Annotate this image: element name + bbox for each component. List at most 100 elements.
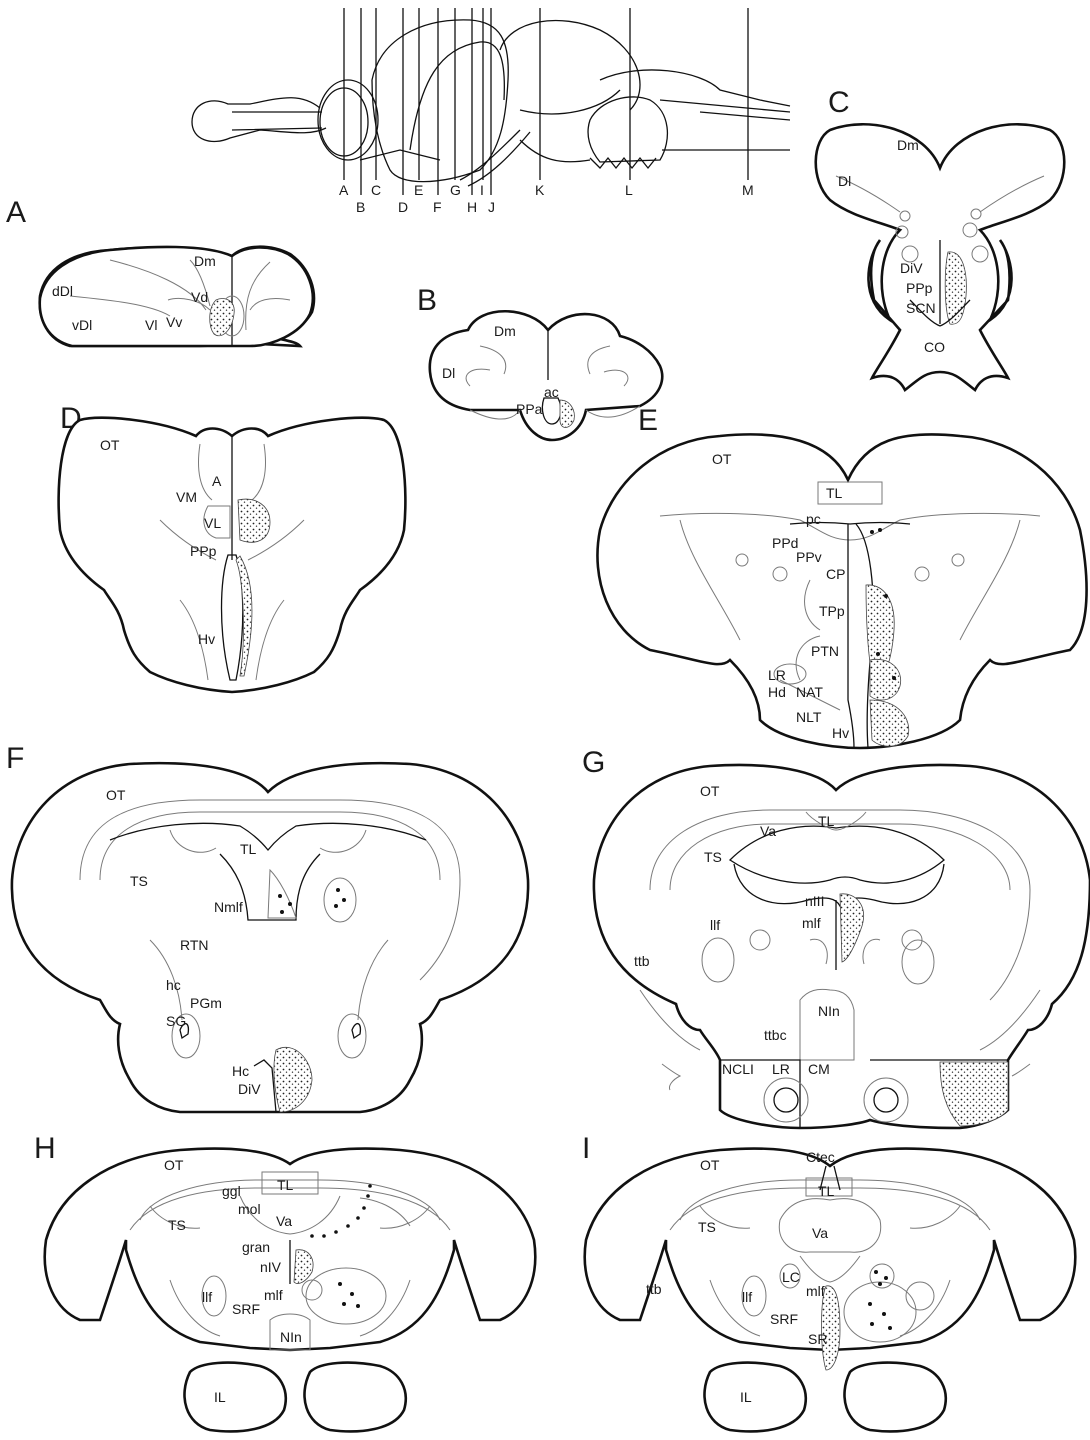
label-h-mlf: mlf <box>264 1287 283 1303</box>
slice-label-a: A <box>339 182 349 198</box>
label-g-ncli: NCLI <box>722 1061 754 1077</box>
label-h-va: Va <box>276 1213 292 1229</box>
panel-h: H OT ggl TL mol Va TS gran nIV llf mlf S… <box>34 1132 535 1431</box>
label-f-ts: TS <box>130 873 148 889</box>
slice-lines: A B C D E F G H I J K L M <box>339 8 754 215</box>
label-b-dm: Dm <box>494 323 516 339</box>
label-i-ot: OT <box>700 1157 720 1173</box>
panel-e-letter: E <box>638 404 658 437</box>
label-i-srf: SRF <box>770 1311 798 1327</box>
label-f-div: DiV <box>238 1081 261 1097</box>
slice-label-h: H <box>467 199 477 215</box>
label-e-ppd: PPd <box>772 535 798 551</box>
label-i-lc: LC <box>782 1269 800 1285</box>
label-e-hv: Hv <box>832 725 849 741</box>
label-c-scn: SCN <box>906 300 936 316</box>
label-a-vl: Vl <box>145 317 157 333</box>
label-i-va: Va <box>812 1225 828 1241</box>
label-h-ggl: ggl <box>222 1183 241 1199</box>
label-e-ppv: PPv <box>796 549 822 565</box>
panel-e: E OT TL pc PPd PPv CP TPp PTN LR Hd NAT … <box>597 404 1086 748</box>
label-d-vl: VL <box>204 515 221 531</box>
slice-label-i: I <box>480 182 484 198</box>
panel-f-letter: F <box>6 742 24 775</box>
label-g-ts: TS <box>704 849 722 865</box>
label-i-sr: SR <box>808 1331 827 1347</box>
label-g-ttbc: ttbc <box>764 1027 787 1043</box>
slice-label-c: C <box>371 182 381 198</box>
label-d-hv: Hv <box>198 631 215 647</box>
panel-h-letter: H <box>34 1132 56 1165</box>
slice-label-b: B <box>356 199 365 215</box>
label-g-niii: nIII <box>805 893 824 909</box>
slice-label-k: K <box>535 182 545 198</box>
label-h-srf: SRF <box>232 1301 260 1317</box>
label-e-ptn: PTN <box>811 643 839 659</box>
label-h-tl: TL <box>277 1177 294 1193</box>
slice-label-d: D <box>398 199 408 215</box>
label-h-il: IL <box>214 1389 226 1405</box>
label-c-div: DiV <box>900 260 923 276</box>
slice-label-f: F <box>433 199 442 215</box>
panel-b-letter: B <box>417 284 437 317</box>
slice-label-l: L <box>625 182 633 198</box>
label-e-nlt: NLT <box>796 709 822 725</box>
label-a-vv: Vv <box>166 314 182 330</box>
panel-g: G OT Va TL TS nIII llf mlf ttb NIn ttbc … <box>582 746 1090 1128</box>
label-c-dl: Dl <box>838 173 851 189</box>
label-f-ot: OT <box>106 787 126 803</box>
panel-b: B Dm Dl ac PPa <box>417 284 662 440</box>
label-e-hd: Hd <box>768 684 786 700</box>
label-i-ts: TS <box>698 1219 716 1235</box>
panel-g-letter: G <box>582 746 605 779</box>
label-g-ot: OT <box>700 783 720 799</box>
label-i-il: IL <box>740 1389 752 1405</box>
label-c-dm: Dm <box>897 137 919 153</box>
label-h-mol: mol <box>238 1201 261 1217</box>
panel-f: F OT TL TS Nmlf RTN hc PGm SG Hc DiV <box>6 742 528 1112</box>
panel-d: D OT VM A VL PPp Hv <box>59 402 406 692</box>
label-g-nin: NIn <box>818 1003 840 1019</box>
label-f-rtn: RTN <box>180 937 209 953</box>
label-f-nmlf: Nmlf <box>214 899 243 915</box>
label-i-mlf: mlf <box>806 1283 825 1299</box>
label-d-ppp: PPp <box>190 543 217 559</box>
label-f-hc2: Hc <box>232 1063 249 1079</box>
label-i-ctec: Ctec <box>806 1149 835 1165</box>
panel-a-letter: A <box>6 196 26 229</box>
label-d-ot: OT <box>100 437 120 453</box>
label-g-va: Va <box>760 823 776 839</box>
label-b-ac: ac <box>544 384 559 400</box>
slice-label-e: E <box>414 182 423 198</box>
label-g-mlf: mlf <box>802 915 821 931</box>
label-d-vm: VM <box>176 489 197 505</box>
label-e-nat: NAT <box>796 684 823 700</box>
label-b-ppa: PPa <box>516 401 543 417</box>
label-e-lr: LR <box>768 667 786 683</box>
label-g-lr: LR <box>772 1061 790 1077</box>
label-e-cp: CP <box>826 566 845 582</box>
label-e-ot: OT <box>712 451 732 467</box>
panel-c: C Dm Dl DiV PPp SCN CO <box>816 86 1065 390</box>
label-a-dm: Dm <box>194 253 216 269</box>
slice-label-m: M <box>742 182 754 198</box>
panel-i-letter: I <box>582 1132 590 1165</box>
label-e-tl: TL <box>826 485 843 501</box>
label-d-a: A <box>212 473 222 489</box>
label-i-tl: TL <box>818 1183 835 1199</box>
panel-c-letter: C <box>828 86 850 119</box>
label-b-dl: Dl <box>442 365 455 381</box>
slice-label-g: G <box>450 182 461 198</box>
label-a-vdl: vDl <box>72 317 92 333</box>
label-e-tpp: TPp <box>819 603 845 619</box>
label-h-niv: nIV <box>260 1259 282 1275</box>
label-f-sg: SG <box>166 1013 186 1029</box>
label-h-ot: OT <box>164 1157 184 1173</box>
label-h-nin: NIn <box>280 1329 302 1345</box>
label-c-co: CO <box>924 339 945 355</box>
label-e-pc: pc <box>806 511 821 527</box>
label-f-hc: hc <box>166 977 181 993</box>
label-c-ppp: PPp <box>906 280 933 296</box>
label-i-ttb: ttb <box>646 1281 662 1297</box>
